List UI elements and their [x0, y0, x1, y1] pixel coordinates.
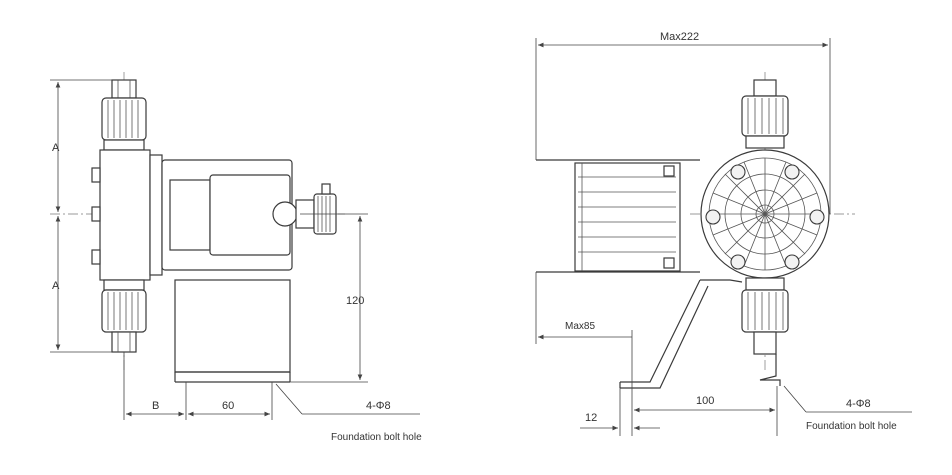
hole-note-right: Foundation bolt hole [806, 421, 897, 432]
dimension-b-60 [123, 352, 273, 420]
bolt-hole-leader-right [783, 385, 912, 413]
motor-outline [536, 159, 700, 273]
right-bottom-valve [741, 277, 789, 355]
right-top-valve [741, 79, 789, 149]
mounting-bracket [619, 279, 781, 389]
dim-label-b: B [152, 400, 159, 412]
dim-label-12: 12 [585, 412, 597, 424]
bolt-hole-leader-left [275, 383, 420, 415]
dim-label-max222: Max222 [660, 31, 699, 43]
bottom-valve-connector [101, 279, 147, 353]
dimension-max85 [535, 272, 633, 436]
dim-label-max85: Max85 [565, 321, 595, 332]
dimension-12 [580, 388, 660, 436]
dim-label-120: 120 [346, 295, 364, 307]
left-side-view: A A 120 B 60 4-Φ8 Foundation bolt hole [50, 72, 422, 443]
hole-note-left: Foundation bolt hole [331, 432, 422, 443]
dimension-a-top [50, 79, 112, 353]
dimension-100 [634, 386, 778, 436]
base-bracket [174, 279, 291, 383]
dim-label-100: 100 [696, 395, 714, 407]
motor-housing [161, 159, 293, 271]
dim-label-a-bottom: A [52, 280, 60, 292]
pump-head-disc [700, 149, 830, 279]
dim-label-60: 60 [222, 400, 234, 412]
dimension-120 [290, 213, 368, 383]
right-front-view: Max222 Max85 12 100 4-Φ8 Foundation bolt… [535, 31, 912, 436]
pump-head-body [91, 149, 163, 281]
dim-label-a-top: A [52, 142, 60, 154]
top-valve-connector [101, 79, 147, 151]
hole-spec-right: 4-Φ8 [846, 398, 871, 410]
hole-spec-left: 4-Φ8 [366, 400, 391, 412]
dimension-max222 [535, 38, 831, 214]
